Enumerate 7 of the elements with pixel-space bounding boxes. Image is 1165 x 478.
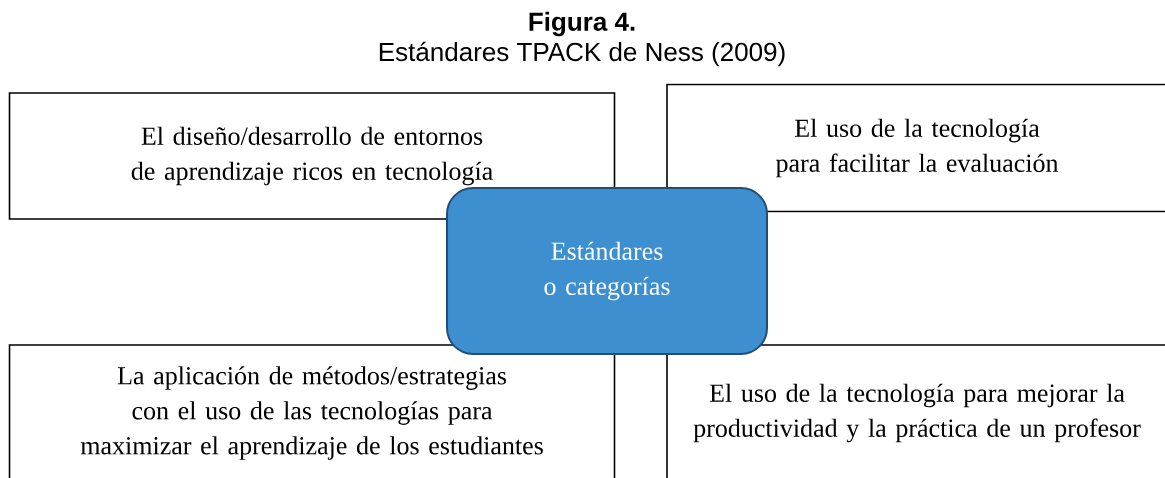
text-box: El uso de la tecnología para facilitar la evaluación: [666, 83, 1165, 213]
text-box: El diseño/desarrollo de entornos de aprendizaje ricos en tecnología: [8, 92, 616, 220]
figure-title: Figura 4.: [529, 11, 635, 37]
figure-subtitle: Estándares TPACK de Ness (2009): [379, 41, 785, 67]
rounded-box: Estándares o categorías: [446, 187, 768, 355]
text-box: El uso de la tecnología para mejorar la productividad y la práctica de un profesor: [666, 344, 1165, 478]
text-box: La aplicación de métodos/estrategias con el uso de las tecnologías para maximizar el aprendizaje de los estudiantes: [8, 344, 616, 478]
